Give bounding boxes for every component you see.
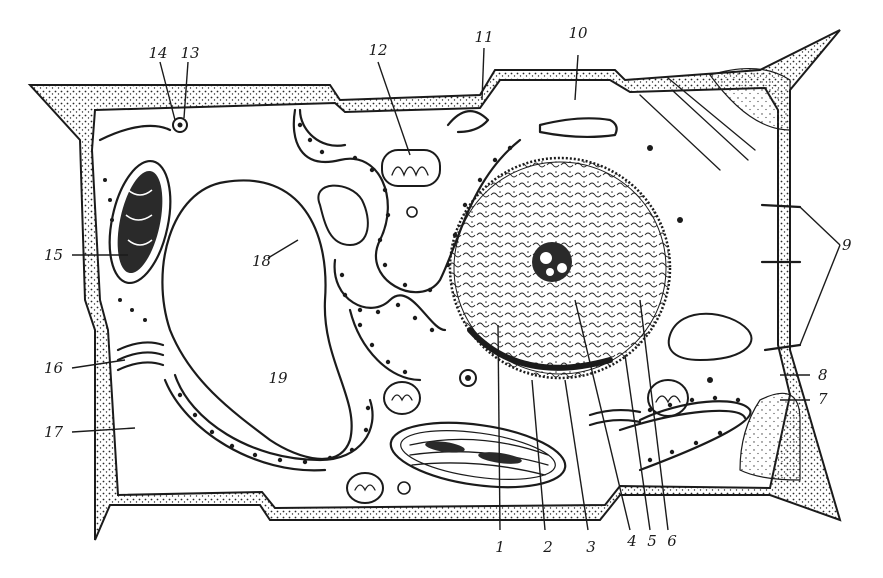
label-12: 12 [368,41,387,59]
chloroplast-grana [108,159,172,285]
label-18: 18 [252,252,271,270]
label-2: 2 [542,538,553,556]
rough-endoplasmic-reticulum [98,108,752,472]
label-14: 14 [148,44,167,62]
label-15: 15 [44,246,63,264]
label-1: 1 [495,538,505,556]
label-6: 6 [667,532,677,550]
vacuole [161,179,353,461]
label-13: 13 [180,44,199,62]
small-vacuole [667,312,753,362]
nucleolus [532,242,572,282]
label-3: 3 [586,538,596,556]
label-4: 4 [626,532,637,550]
mitochondrion [383,381,421,415]
label-17: 17 [44,423,64,441]
mitochondrion [381,149,441,187]
label-5: 5 [647,532,657,550]
leader-lines [71,47,841,531]
nucleus [448,156,672,380]
label-8: 8 [818,366,828,384]
chloroplast [389,421,567,489]
ribosome-dots [103,122,741,465]
label-16: 16 [44,359,64,377]
mitochondrion [346,472,384,504]
vesicles [172,117,713,495]
labels: 1 2 3 4 5 6 7 8 9 10 11 12 13 14 15 16 1… [44,24,852,556]
label-19: 19 [268,369,288,387]
label-10: 10 [568,24,588,42]
label-7: 7 [818,390,828,408]
golgi-apparatus [116,110,642,427]
label-9: 9 [842,236,852,254]
cell-wall-stipple-7 [739,392,801,481]
small-vacuole [317,184,369,247]
cell-corner-stipple [639,68,791,171]
label-11: 11 [474,28,493,46]
plasmodesmata [760,203,802,352]
